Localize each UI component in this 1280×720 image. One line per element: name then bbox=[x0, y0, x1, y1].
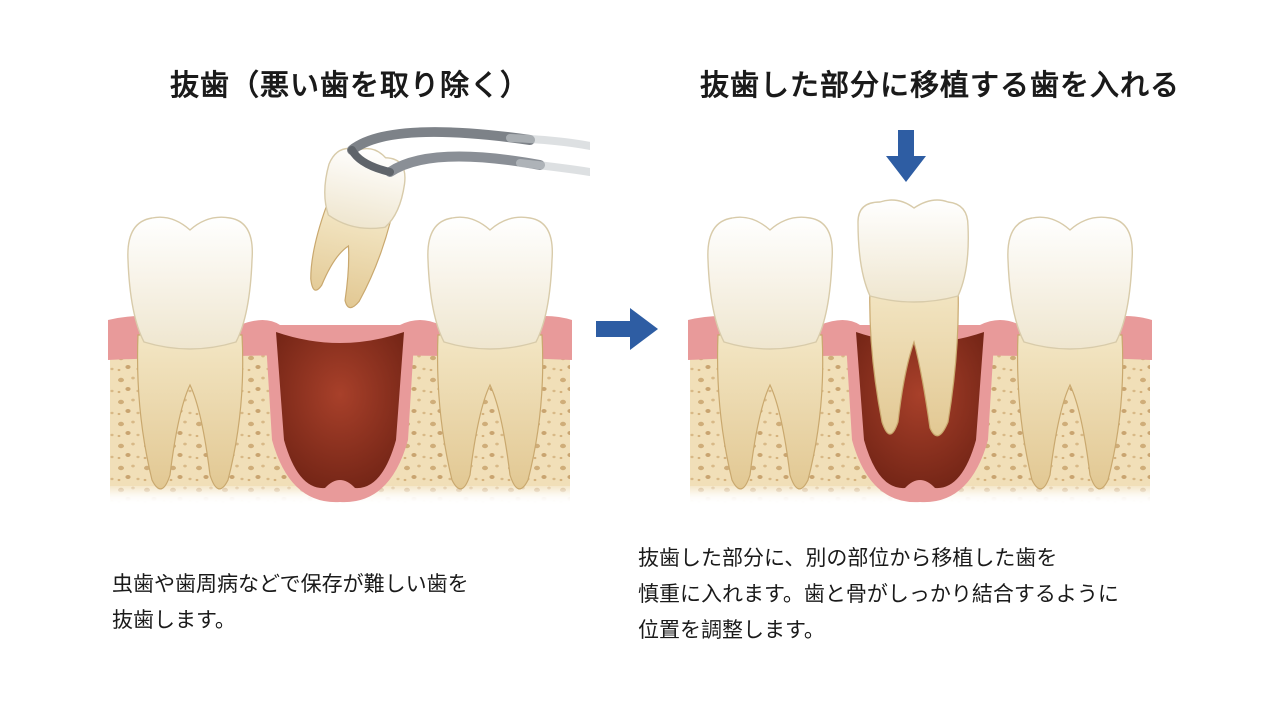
forceps bbox=[347, 127, 590, 177]
transplant-illustration bbox=[670, 199, 1170, 530]
caption-line: 抜歯します。 bbox=[112, 608, 236, 632]
transplanted-tooth bbox=[857, 199, 969, 437]
process-arrow-icon bbox=[596, 308, 658, 350]
caption-line: 抜歯した部分に、別の部位から移植した歯を bbox=[638, 546, 1058, 570]
caption-line: 虫歯や歯周病などで保存が難しい歯を bbox=[112, 572, 469, 596]
caption-line: 慎重に入れます。歯と骨がしっかり結合するように bbox=[638, 582, 1119, 606]
neighbor-tooth-right bbox=[427, 216, 554, 490]
caption-line: 位置を調整します。 bbox=[638, 618, 825, 642]
insert-arrow-icon bbox=[886, 130, 926, 182]
extraction-illustration bbox=[90, 127, 590, 530]
extraction-title: 抜歯（悪い歯を取り除く） bbox=[169, 68, 530, 102]
transplant-caption: 抜歯した部分に、別の部位から移植した歯を 慎重に入れます。歯と骨がしっかり結合す… bbox=[638, 540, 1119, 648]
neighbor-tooth-left bbox=[127, 216, 254, 490]
neighbor-tooth-left bbox=[707, 216, 834, 490]
empty-socket bbox=[265, 325, 415, 503]
neighbor-tooth-right bbox=[1007, 216, 1134, 490]
extraction-caption: 虫歯や歯周病などで保存が難しい歯を 抜歯します。 bbox=[112, 566, 469, 638]
transplant-title: 抜歯した部分に移植する歯を入れる bbox=[699, 68, 1180, 102]
